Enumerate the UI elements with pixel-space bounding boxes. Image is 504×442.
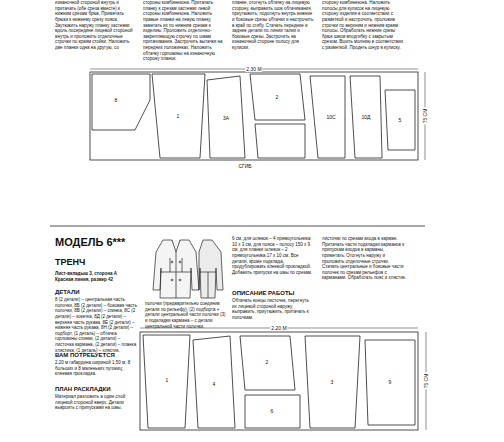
- dimension: 75 СМ: [423, 373, 429, 390]
- piece-number: 3А: [223, 115, 229, 121]
- body-text: Материал разложить в один слой лицевой с…: [55, 394, 137, 411]
- piece-number: 2: [266, 359, 269, 365]
- body-text: 8 (2 детали) – центральная часть полочки…: [55, 297, 137, 353]
- piece-number: 2: [276, 94, 279, 100]
- section-heading: ПЛАН РАСКЛАДКИ: [55, 386, 111, 394]
- rule: [50, 226, 425, 227]
- model-heading: МОДЕЛЬ 6***: [55, 236, 125, 250]
- section-heading: ВАМ ПОТРЕБУЕТСЯ: [55, 352, 115, 360]
- piece-number: 10С: [326, 114, 335, 120]
- body-text: планке, отогнуть обтачку на лицевую стор…: [232, 0, 314, 51]
- trench-illustration: [153, 240, 223, 298]
- layout-2: [140, 328, 426, 430]
- piece-number: 1: [166, 377, 169, 383]
- section-heading: ОПИСАНИЕ РАБОТЫ: [232, 290, 294, 298]
- body-text: 6 см, для шлевок – 4 прямоугольника 10 х…: [232, 236, 314, 275]
- piece-number: 6: [271, 408, 274, 414]
- body-text: сторону комбинезона. Наложить полосы для…: [322, 0, 406, 51]
- piece-number: 1: [177, 113, 180, 119]
- piece-number: 10Д: [362, 114, 371, 120]
- piece-number: 9: [389, 379, 392, 385]
- piece-number: 3: [331, 379, 334, 385]
- body-text: изнаночной стороной внутрь и притачать (…: [55, 0, 137, 51]
- dimension: 2.20 M: [270, 325, 287, 331]
- piece-number: 4: [213, 381, 216, 387]
- body-text: листочки по срезам входа в карман. Прита…: [322, 236, 406, 281]
- body-text: Обтачать концы листочек, перегнуть их ли…: [232, 298, 314, 321]
- body-text: 2,20 м габардина шириной 1,50 м; 8 больш…: [55, 360, 137, 377]
- dimension: 2.30 M: [245, 66, 262, 72]
- piece-number: 5: [399, 117, 402, 123]
- dimension: 75 СМ: [422, 108, 428, 125]
- model-name: ТРЕНЧ: [55, 257, 85, 268]
- body-text: полочки (предварительно соединив детали …: [145, 301, 227, 329]
- sheet-info: Лист-вкладыш 3, сторона А: [55, 271, 140, 277]
- piece-number: 8: [115, 97, 118, 103]
- fold-label: СГИБ: [237, 163, 252, 169]
- sheet-info: Красная линия, размер 42: [55, 277, 140, 283]
- section-heading: ДЕТАЛИ: [55, 289, 80, 297]
- body-text: стороны комбинезона. Притачать планку к …: [143, 0, 225, 62]
- layout-1: [90, 69, 425, 160]
